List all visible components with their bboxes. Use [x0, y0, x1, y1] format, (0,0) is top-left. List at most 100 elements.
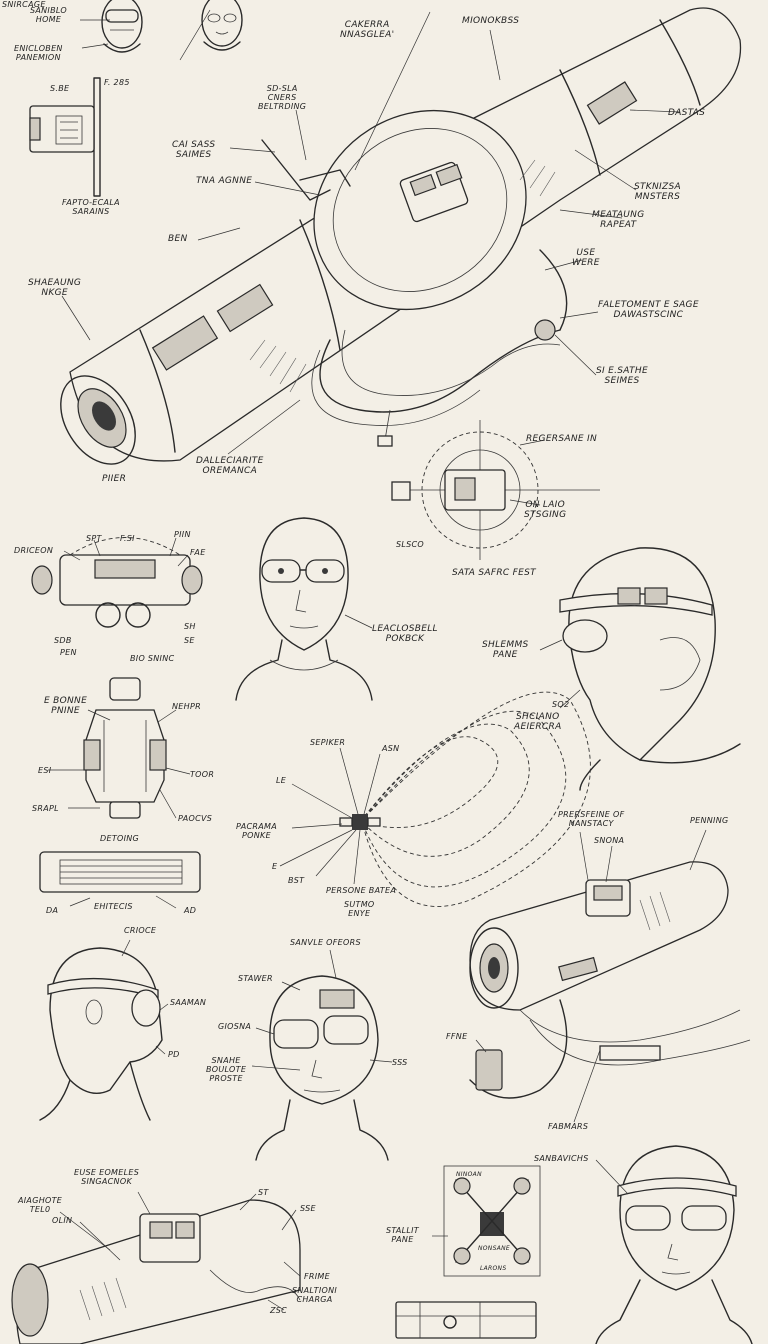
label-detoing: DETOING	[100, 834, 140, 843]
label-e: E	[272, 862, 278, 871]
label-regersane: REGERSANE IN	[526, 434, 597, 444]
label-fabmars: FABMARS	[548, 1122, 589, 1131]
label-on-laio: ON LAIO STSGING	[524, 500, 567, 520]
label-cakerra: CAKERRA NNASGLEA'	[340, 20, 395, 40]
bottom-left-head-side	[39, 939, 169, 1121]
label-ben: BEN	[168, 234, 188, 244]
label-penning: PENNING	[690, 816, 729, 825]
label-bst: BST	[288, 876, 305, 885]
label-shciano: SHCIANO AEIERCRA	[514, 712, 562, 732]
label-snahe-boulote: SNAHE BOULOTE PROSTE	[206, 1056, 247, 1083]
small-head-sketch-1	[101, 0, 143, 53]
label-e-bonne: E BONNE PNINE	[44, 696, 88, 716]
label-sanvle-ofeors: SANVLE OFEORS	[290, 938, 361, 947]
label-snircage: SNIRCAGE	[2, 0, 46, 9]
right-head-goggles-side	[539, 547, 741, 791]
label-slsco: SLSCO	[396, 540, 424, 549]
label-use-were: USE WERE	[572, 248, 600, 268]
label-dalleciarite: DALLECIARITE OREMANCA	[196, 456, 264, 476]
label-tna-agnne: TNA AGNNE	[196, 176, 253, 186]
label-leaclosbell: LEACLOSBELL POKBCK	[372, 624, 438, 644]
label-piin: PIIN	[174, 530, 191, 539]
label-larons: LARONS	[480, 1265, 507, 1272]
crosshair-scope-sketch	[391, 420, 600, 560]
label-da: DA	[46, 906, 59, 915]
label-sh: SH	[184, 622, 196, 631]
label-se: SE	[184, 636, 195, 645]
label-stallit-pane: STALLIT PANE	[386, 1226, 419, 1244]
label-toor: TOOR	[190, 770, 215, 779]
label-sd-sla: SD-SLA CNERS BELTRDING	[258, 84, 307, 111]
bottom-center-head-front	[251, 949, 393, 1161]
label-nonsane: NONSANE	[478, 1245, 510, 1252]
label-snona: SNONA	[594, 836, 625, 845]
label-pen: PEN	[60, 648, 77, 657]
label-ninoan: NINOAN	[456, 1171, 482, 1178]
label-so2: SO2	[552, 700, 570, 709]
bottom-right-head-front	[595, 1145, 753, 1344]
label-frime: FRIME	[304, 1272, 330, 1281]
label-si-esathe: SI E.SATHE SEIMES	[596, 366, 648, 386]
label-sss: SSS	[392, 1058, 408, 1067]
label-saniblo-home: SANIBLO HOME	[30, 6, 67, 24]
bottom-left-machine	[11, 1191, 301, 1344]
label-ehitecis: EHITECIS	[94, 902, 133, 911]
label-pd: PD	[168, 1050, 180, 1059]
label-srapl: SRAPL	[32, 804, 59, 813]
label-bio-sninc: BIO SNINC	[130, 654, 175, 663]
label-sepiker: SEPIKER	[310, 738, 346, 747]
label-fapto-ecala: FAPTO-ECALA SARAINS	[62, 198, 120, 216]
label-faletoment: FALETOMENT E SAGE DAWASTSCINC	[598, 300, 699, 320]
label-crioce: CRIOCE	[124, 926, 157, 935]
label-enicloben-panemion: ENICLOBEN PANEMION	[14, 44, 63, 62]
label-snaltioni: SNALTIONI CHARGA	[292, 1286, 338, 1304]
label-ad: AD	[184, 906, 197, 915]
label-fae: FAE	[190, 548, 206, 557]
label-mionokbss: MIONOKBSS	[462, 16, 520, 26]
horizontal-tray-device	[39, 851, 201, 909]
label-dastas: DASTAS	[668, 108, 706, 118]
bald-head-goggles-center	[235, 517, 373, 701]
label-stawer: STAWER	[238, 974, 273, 983]
twin-lens-device	[31, 537, 203, 628]
label-giosna: GIOSNA	[218, 1022, 252, 1031]
label-olin: OLIN	[52, 1216, 73, 1225]
label-sanbavichs: SANBAVICHS	[534, 1154, 589, 1163]
label-fsi: F.SI	[120, 534, 135, 543]
label-sutmo: SUTMO ENYE	[344, 900, 375, 918]
label-pacrama: PACRAMA PONKE	[236, 822, 277, 840]
label-shaeaung: SHAEAUNG NKGE	[28, 278, 82, 298]
label-f285: F. 285	[104, 78, 130, 87]
label-shlemms: SHLEMMS PANE	[482, 640, 529, 660]
label-stknizsa: STKNIZSA MNSTERS	[634, 182, 681, 202]
label-sata-safrc: SATA SAFRC FEST	[452, 568, 536, 578]
label-st: ST	[258, 1188, 269, 1197]
label-sse: SSE	[300, 1204, 316, 1213]
label-sdb: SDB	[54, 636, 72, 645]
label-meataung: MEATAUNG RAPEAT	[592, 210, 645, 230]
label-paocvs: PAOCVS	[178, 814, 213, 823]
cross-module-diagram	[432, 1165, 541, 1277]
label-asn: ASN	[382, 744, 400, 753]
bracket-device-sketch	[29, 77, 101, 197]
label-sbe: S.BE	[50, 84, 70, 93]
small-head-sketch-2	[201, 0, 243, 51]
main-tube-device	[60, 7, 742, 465]
label-le: LE	[276, 776, 287, 785]
label-euse-eomeles: EUSE EOMELES SINGACNOK	[74, 1168, 140, 1186]
label-spt: SPT	[86, 534, 102, 543]
label-esi: ESI	[38, 766, 52, 775]
label-persone-batea: PERSONE BATEA	[326, 886, 397, 895]
label-nehpr: NEHPR	[172, 702, 201, 711]
vertical-canister-device	[48, 677, 191, 819]
schematic-rail	[395, 1301, 537, 1339]
label-zsc: ZSC	[270, 1306, 288, 1315]
main-device-leaders	[61, 9, 681, 455]
label-prersfeine: PRERSFEINE OF NANSTACY	[558, 810, 625, 828]
label-piier: PIIER	[102, 474, 127, 484]
label-ffne: FFNE	[446, 1032, 468, 1041]
radiating-antenna-diagram	[279, 691, 591, 907]
label-aiaghote: AIAGHOTE TEL0	[18, 1196, 63, 1214]
